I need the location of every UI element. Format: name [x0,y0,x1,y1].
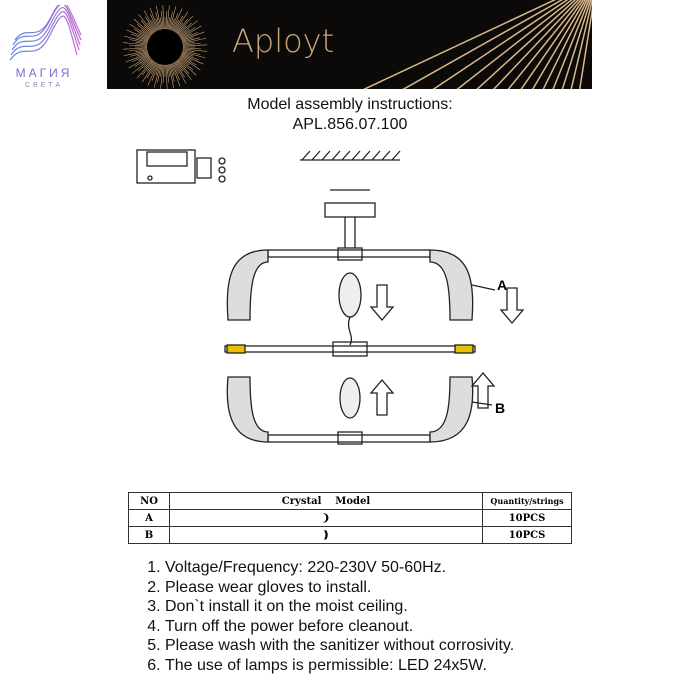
list-item: Please wash with the sanitizer without c… [165,636,514,656]
sunburst-icon [123,0,592,89]
header-no: NO [128,492,170,510]
cell-no: B [128,526,170,544]
page-title: Model assembly instructions: [247,96,453,113]
lower-frame [226,371,496,445]
list-item: Voltage/Frequency: 220-230V 50-60Hz. [165,558,514,578]
header-model: Crystal Model [169,492,483,510]
middle-bar [224,341,476,357]
cell-no: A [128,509,170,527]
model-number: APL.856.07.100 [292,116,408,133]
cell-qty: 10PCS [482,526,572,544]
brand-banner: Aployt [107,0,592,89]
wiring-block-icon [136,149,226,184]
cell-qty: 10PCS [482,509,572,527]
header-qty: Quantity/strings [482,492,572,510]
cell-model: ❩ [169,509,483,527]
ceiling-hatch [300,150,401,161]
logo-wave-icon [9,1,82,61]
list-item: The use of lamps is permissible: LED 24x… [165,656,514,676]
cell-model: ❫ [169,526,483,544]
upper-frame [226,247,525,346]
label-a: A [497,277,508,293]
brand-name: Aployt [232,22,335,60]
table-row: B❫10PCS [128,526,572,544]
list-item: Don`t install it on the moist ceiling. [165,597,514,617]
label-b: B [495,400,506,416]
logo [5,1,85,65]
logo-text: МАГИЯ [15,66,73,80]
list-item: Please wear gloves to install. [165,578,514,598]
table-row: A❩10PCS [128,509,572,527]
list-item: Turn off the power before cleanout. [165,617,514,637]
assembly-diagram [136,149,525,445]
logo-subtext: СВЕТА [24,82,64,89]
canopy [324,189,376,248]
notes-list: Voltage/Frequency: 220-230V 50-60Hz. Ple… [140,558,514,676]
